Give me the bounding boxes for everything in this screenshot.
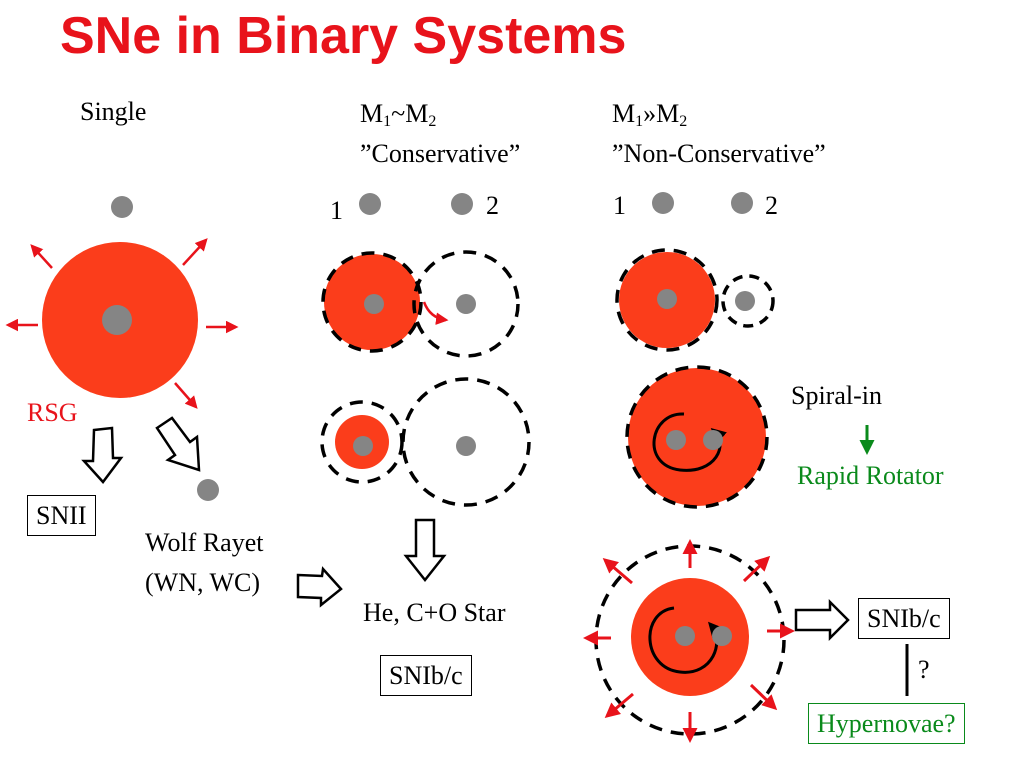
rapid-rotator-label: Rapid Rotator (797, 461, 944, 490)
wolf-rayet-types-label: (WN, WC) (145, 568, 261, 597)
non-conservative-star-1-core (652, 192, 674, 214)
non-conservative-star-1-number: 1 (613, 191, 626, 220)
rsg-label: RSG (27, 398, 78, 427)
conservative-donor-roche-lobe (321, 251, 423, 353)
red-supergiant-core (102, 305, 132, 335)
gainer-star-roche-lobe (401, 377, 531, 507)
non-conservative-mass-label: M1»M2 (612, 99, 688, 130)
non-conservative-accretor-roche-lobe (721, 274, 775, 328)
explosion-arrows (583, 539, 795, 743)
conservative-accretor-roche-lobe (412, 250, 520, 358)
common-envelope-outline (625, 365, 769, 509)
single-companion-core (111, 196, 133, 218)
conservative-mass-label: M1~M2 (360, 99, 437, 130)
spiral-core-a (666, 430, 686, 450)
hypernovae-box: Hypernovae? (808, 703, 965, 745)
gainer-star-core (456, 436, 476, 456)
non-conservative-donor-core (657, 289, 677, 309)
slide-title: SNe in Binary Systems (60, 7, 627, 65)
wolf-rayet-label: Wolf Rayet (145, 528, 264, 557)
non-conservative-label: ”Non-Conservative” (612, 139, 826, 168)
rsg-to-snii-arrow (81, 426, 124, 484)
non-conservative-star-2-core (731, 192, 753, 214)
spiral-in-label: Spiral-in (791, 381, 882, 410)
snibc-box-conservative: SNIb/c (380, 655, 472, 697)
rotation-arrow (648, 606, 724, 674)
snii-box: SNII (27, 495, 96, 537)
spiral-in-arrow (652, 412, 727, 472)
conservative-star-2-number: 2 (486, 191, 499, 220)
conservative-star-1-number: 1 (330, 196, 343, 225)
non-conservative-star-2-number: 2 (765, 191, 778, 220)
common-envelope (628, 368, 766, 506)
question-mark-label: ? (918, 655, 930, 684)
spiral-core-b (703, 430, 723, 450)
conservative-star-1-core (359, 193, 381, 215)
he-co-star-label: He, C+O Star (363, 598, 506, 627)
wolf-rayet-to-he-star-arrow (296, 566, 343, 608)
to-he-co-star-arrow (403, 518, 447, 583)
single-mass-loss-arrows (5, 238, 239, 409)
rsg-to-wolf-rayet-arrow (155, 416, 201, 472)
wolf-rayet-core (197, 479, 219, 501)
snibc-box-rapid-rotator: SNIb/c (858, 598, 950, 640)
stripped-he-star-core (353, 436, 373, 456)
conservative-label: ”Conservative” (360, 139, 521, 168)
single-column-label: Single (80, 97, 147, 126)
rapid-rotator-core-b (712, 626, 732, 646)
to-snibc-arrow (794, 598, 850, 642)
mass-transfer-arrow (422, 301, 449, 325)
rapid-rotator-core-a (675, 626, 695, 646)
non-conservative-donor-roche-lobe (615, 248, 719, 352)
conservative-star-2-core (451, 193, 473, 215)
stripped-star-roche-lobe (320, 400, 404, 484)
conservative-accretor-core (456, 294, 476, 314)
conservative-donor-core (364, 294, 384, 314)
non-conservative-accretor-core (735, 291, 755, 311)
